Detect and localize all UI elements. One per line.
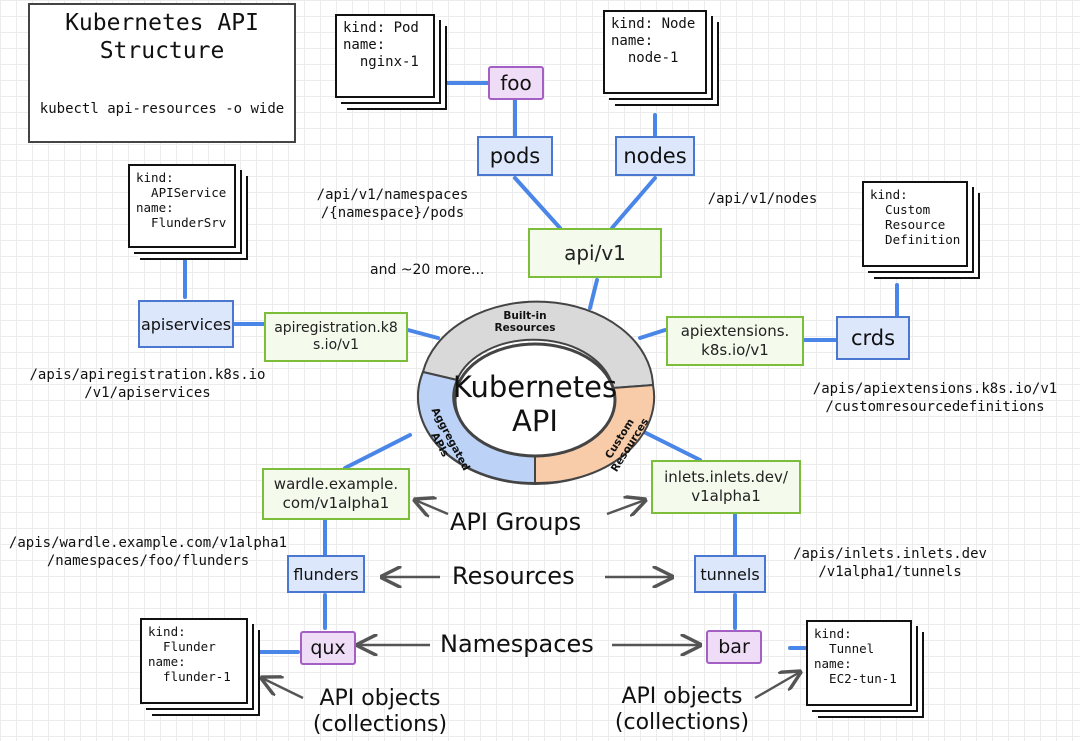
group-api-v1: api/v1 — [528, 228, 662, 278]
resource-nodes: nodes — [615, 136, 695, 176]
title-box: Kubernetes API Structure kubectl api-res… — [28, 3, 296, 143]
group-apiextensions: apiextensions. k8s.io/v1 — [666, 316, 804, 366]
flunder-object-card: kind: Flunder name: flunder-1 — [140, 618, 248, 704]
namespace-tag-foo: foo — [488, 66, 544, 100]
crd-object-card: kind: Custom Resource Definition — [862, 181, 968, 267]
kubernetes-api-label: Kubernetes API — [452, 370, 618, 438]
namespace-tag-qux: qux — [300, 631, 356, 665]
diagram-title: Kubernetes API Structure — [65, 10, 259, 64]
builtin-segment — [421, 300, 655, 390]
builtin-label: Built-in Resources — [494, 310, 556, 334]
tunnel-object-card: kind: Tunnel name: EC2-tun-1 — [806, 620, 912, 706]
more-groups-note: and ~20 more... — [370, 262, 485, 278]
group-inlets: inlets.inlets.dev/ v1alpha1 — [651, 460, 801, 514]
path-flunders: /apis/wardle.example.com/v1alpha1 /names… — [8, 535, 288, 569]
api-groups-label: API Groups — [450, 508, 582, 536]
resource-tunnels: tunnels — [694, 555, 766, 593]
namespaces-label: Namespaces — [440, 630, 594, 658]
node-object-card: kind: Node name: node-1 — [603, 10, 707, 94]
apiservice-object-card: kind: APIService name: FlunderSrv — [128, 164, 236, 248]
command-text: kubectl api-resources -o wide — [39, 101, 285, 117]
resource-crds: crds — [836, 316, 910, 360]
path-crds: /apis/apiextensions.k8s.io/v1 /customres… — [812, 381, 1058, 415]
path-apiservices: /apis/apiregistration.k8s.io /v1/apiserv… — [29, 367, 266, 401]
resource-apiservices: apiservices — [138, 300, 234, 348]
namespace-tag-bar: bar — [706, 630, 762, 664]
resources-label: Resources — [452, 562, 575, 590]
api-objects-label-right: API objects (collections) — [614, 684, 750, 735]
kubernetes-api-ring — [416, 300, 656, 485]
group-apiregistration: apiregistration.k8 s.io/v1 — [264, 312, 408, 362]
group-wardle: wardle.example. com/v1alpha1 — [262, 468, 410, 520]
path-tunnels: /apis/inlets.inlets.dev /v1alpha1/tunnel… — [793, 546, 987, 580]
resource-flunders: flunders — [287, 555, 365, 593]
api-objects-label-left: API objects (collections) — [312, 686, 448, 737]
path-pods: /api/v1/namespaces /{namespace}/pods — [316, 187, 469, 221]
resource-pods: pods — [477, 136, 553, 176]
pod-object-card: kind: Pod name: nginx-1 — [335, 14, 435, 98]
path-nodes: /api/v1/nodes — [707, 191, 818, 207]
